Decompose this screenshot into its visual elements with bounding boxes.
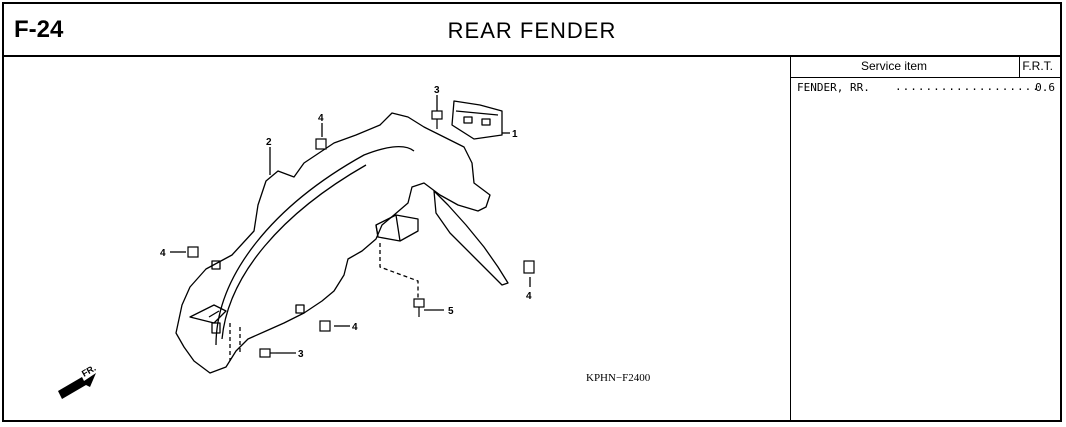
service-table: Service item F.R.T. FENDER, RR. ........… [790,55,1061,422]
rear-fender-drawing: 1 2 3 3 4 4 4 4 5 FR. [58,85,535,399]
col-service-item: Service item [861,59,928,73]
nut-part-4-left [187,246,199,258]
row-frt-value: 0.6 [1035,81,1055,94]
page-frame: F-24 REAR FENDER [2,2,1062,422]
nut-part-4-lower [319,320,331,332]
row-leader-dots: ................... [895,80,1040,93]
screw-part-3-upper [431,110,443,129]
nut-part-4-right [523,260,535,274]
callout-4: 4 [526,291,532,302]
front-direction-arrow: FR. [58,363,98,399]
service-table-header: Service item F.R.T. [791,55,1061,78]
fender-outline [175,112,491,374]
screw-part-3-lower [259,348,276,358]
page-header: F-24 REAR FENDER [4,4,1060,57]
callout-3: 3 [434,85,440,96]
callout-5: 5 [448,306,454,317]
diagram-code: KPHN−F2400 [586,372,651,384]
column-divider [1019,55,1020,77]
col-frt: F.R.T. [1022,59,1053,73]
row-item: FENDER, RR. [797,81,870,94]
front-direction-label: FR. [80,363,98,379]
callout-2: 2 [266,137,272,148]
screw-part-5 [413,298,425,317]
page-code: F-24 [14,16,64,43]
parts-diagram: 1 2 3 3 4 4 4 4 5 FR. KPHN−F2400 [4,55,790,422]
table-row: FENDER, RR. ................... 0.6 [797,80,1055,97]
nut-part-4-top [315,138,327,150]
callout-1: 1 [512,129,518,140]
callout-3: 3 [298,349,304,360]
callout-4: 4 [160,248,166,259]
callout-4: 4 [352,322,358,333]
page-title: REAR FENDER [447,18,617,43]
callout-4: 4 [318,113,324,124]
